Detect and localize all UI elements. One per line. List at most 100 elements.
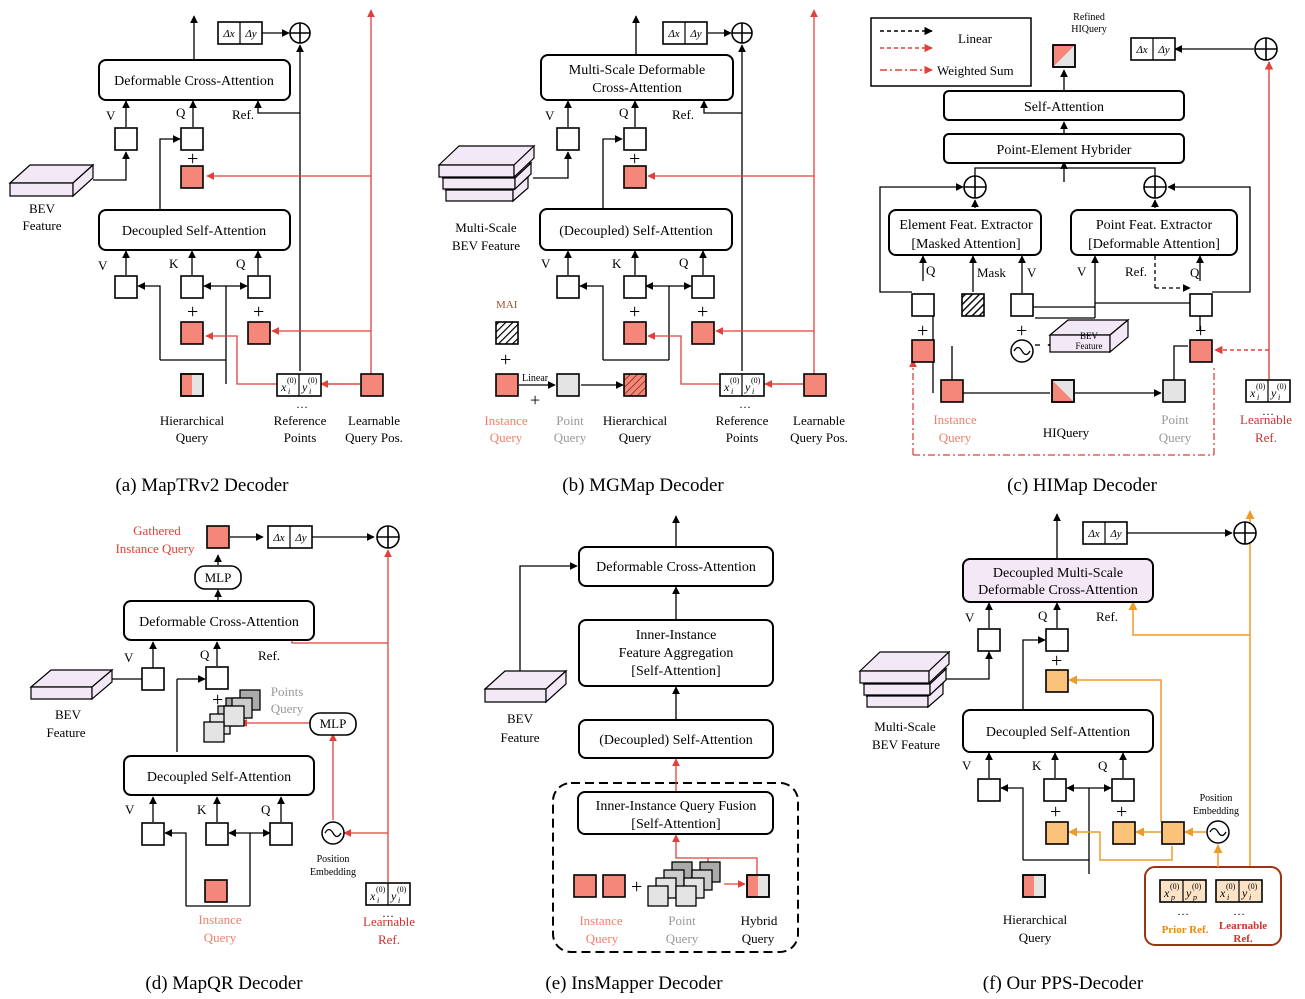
point-query-label: Query <box>554 430 587 445</box>
mai-label: MAI <box>496 299 518 311</box>
legend-linear-label: Linear <box>958 31 993 46</box>
mlp-box <box>194 565 242 590</box>
svg-text:i: i <box>1278 393 1280 402</box>
reference-points: x (0) i y (0) i <box>276 373 322 397</box>
decoupled-self-attention-label: Decoupled Self-Attention <box>147 770 291 785</box>
q-label: Q <box>176 105 186 120</box>
plus-sign: + <box>253 301 264 323</box>
legend-weighted-sum-label: Weighted Sum <box>937 63 1014 78</box>
svg-text:Δx: Δx <box>272 532 284 544</box>
hybrid-query-label: Hybrid <box>741 913 778 928</box>
deformable-cross-attention-label: Deformable Cross-Attention <box>596 560 756 575</box>
learnable-ref-box: x (0) i y (0) i <box>1215 879 1263 903</box>
v-square <box>977 778 1001 802</box>
q-square <box>1045 628 1069 652</box>
q-label: Q <box>200 647 210 662</box>
point-query-label: Query <box>666 931 699 946</box>
plus-sign: + <box>697 301 708 323</box>
ref-label: Ref. <box>672 107 694 122</box>
k-square <box>623 275 647 299</box>
v-label: V <box>106 108 116 123</box>
svg-text:(0): (0) <box>376 885 386 894</box>
cross-attention-label: Multi-Scale Deformable <box>569 63 705 78</box>
learnable-ref-label: Ref. <box>378 932 400 947</box>
element-feature-extractor-box <box>888 209 1042 256</box>
sum-circle <box>1143 175 1167 199</box>
instance-query-label: Instance <box>933 412 977 427</box>
reference-frame <box>1144 866 1282 946</box>
bev-label: Multi-Scale <box>455 220 517 235</box>
deformable-cross-attention-box <box>98 59 291 101</box>
query-fusion-box <box>577 791 774 835</box>
plus-sign: + <box>187 148 198 170</box>
query-pos-square <box>180 321 204 345</box>
decoupled-self-attention-label: Decoupled Self-Attention <box>986 725 1130 740</box>
sum-circle <box>376 525 400 549</box>
reference-points-label: Points <box>284 430 317 445</box>
learnable-ref-label: Learnable <box>1219 920 1267 932</box>
svg-text:(0): (0) <box>308 376 318 385</box>
mlp-label: MLP <box>320 716 347 731</box>
plus-sign: + <box>1051 650 1062 672</box>
svg-text:y: y <box>301 380 308 394</box>
self-attention-label: Self-Attention <box>1024 100 1104 115</box>
plus-sign: + <box>1016 320 1027 342</box>
instance-query-square <box>940 379 964 403</box>
svg-text:Δx: Δx <box>222 28 234 40</box>
point-element-hybrider-box <box>943 133 1185 164</box>
svg-text:Δx: Δx <box>667 28 679 40</box>
svg-text:p: p <box>1170 893 1175 902</box>
instance-query-label: Query <box>204 930 237 945</box>
gathered-instance-query-label: Instance Query <box>115 541 195 556</box>
svg-text:y: y <box>1185 886 1192 900</box>
bev-feature-slab <box>1048 318 1130 354</box>
gathered-instance-query-label: Gathered <box>133 523 181 538</box>
q-square <box>1111 778 1135 802</box>
feature-aggregation-label: Inner-Instance <box>636 628 717 643</box>
v-label: V <box>98 258 108 273</box>
plus-sign: + <box>530 390 540 410</box>
v-square <box>141 822 165 846</box>
v-label: V <box>1027 265 1037 280</box>
v-label: V <box>545 108 555 123</box>
bev-feature-slab <box>29 668 114 701</box>
positional-encoding-icon <box>321 821 345 845</box>
point-extractor-label: Point Feat. Extractor <box>1096 218 1213 233</box>
point-feature-extractor-box <box>1070 209 1238 256</box>
q-label: Q <box>1038 608 1048 623</box>
ellipsis: … <box>296 397 308 411</box>
panel-f-pps-decoder: Decoupled Multi-Scale Deformable Cross-A… <box>858 510 1282 994</box>
q-label: Q <box>1190 265 1200 280</box>
bev-label: Feature <box>47 725 86 740</box>
v-label: V <box>1077 264 1087 279</box>
svg-text:(0): (0) <box>1170 882 1180 891</box>
svg-text:i: i <box>752 387 754 396</box>
hierarchical-query-square <box>180 373 204 397</box>
deformable-cross-attention-label: Deformable Cross-Attention <box>139 615 299 630</box>
decoupled-multi-scale-cross-attention-box <box>962 558 1154 603</box>
q-label: Q <box>926 263 936 278</box>
query-pos-square <box>180 165 204 189</box>
q-square <box>691 275 715 299</box>
bev-label: BEV Feature <box>452 238 520 253</box>
svg-text:x: x <box>723 380 730 394</box>
k-label: K <box>169 256 179 271</box>
svg-text:Δx: Δx <box>1087 528 1099 540</box>
self-attention-label: (Decoupled) Self-Attention <box>599 733 753 748</box>
instance-query-label: Query <box>490 430 523 445</box>
deformable-cross-attention-box <box>578 546 774 587</box>
bev-label: Feature <box>501 730 540 745</box>
plus-sign: + <box>1195 320 1206 342</box>
cross-attention-label: Cross-Attention <box>592 81 681 96</box>
sum-circle <box>1254 37 1278 61</box>
q-label: Q <box>1098 758 1108 773</box>
v-label: V <box>124 650 134 665</box>
self-attention-box <box>943 90 1185 121</box>
refined-hiquery-label: HIQuery <box>1071 24 1107 35</box>
cross-attention-label: Deformable Cross-Attention <box>978 583 1138 598</box>
svg-text:(0): (0) <box>751 376 761 385</box>
bev-label: Feature <box>1076 341 1103 351</box>
mlp-box <box>309 712 357 736</box>
bev-label: Multi-Scale <box>874 719 936 734</box>
query-pos-square <box>1112 821 1136 845</box>
